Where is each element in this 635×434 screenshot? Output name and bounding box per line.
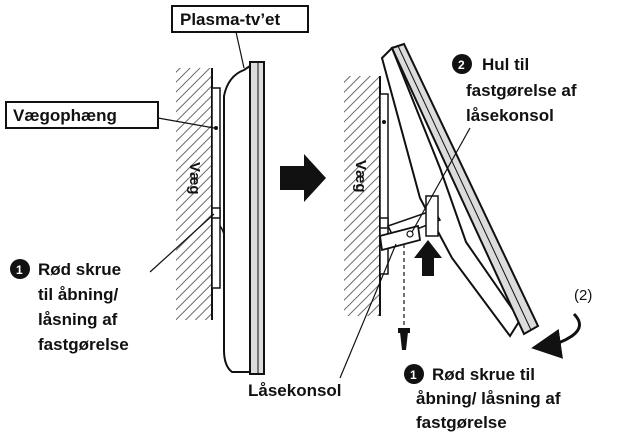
left-wall-label: Væg xyxy=(186,162,203,195)
rotation-arrow xyxy=(531,312,581,359)
transition-arrow xyxy=(280,154,326,202)
left-screw-label-line1: Rød skrue xyxy=(38,260,121,279)
hole-label-line1: Hul til xyxy=(482,55,529,74)
hole-leader xyxy=(411,127,471,233)
lift-arrow xyxy=(414,240,442,276)
wall-bracket-leader xyxy=(157,117,215,129)
right-screw-label-line2: åbning/ låsning af xyxy=(416,389,561,408)
left-tv-back xyxy=(223,64,251,373)
plasma-tv-leader xyxy=(235,31,245,69)
plasma-tv-label-box xyxy=(171,5,309,33)
right-callout-1-number: 1 xyxy=(410,368,417,382)
right-red-screw-head xyxy=(398,328,410,333)
left-bracket-dot xyxy=(214,126,218,130)
left-screw-label-line3: låsning af xyxy=(38,310,118,329)
right-red-screw xyxy=(400,332,408,350)
right-callout-2-number: 2 xyxy=(458,58,465,72)
left-red-screw xyxy=(211,207,221,219)
left-wall-hatch xyxy=(176,68,212,320)
left-screw-leader xyxy=(149,213,215,273)
right-callout-2 xyxy=(452,54,472,74)
left-panel: Plasma-tv’et Vægophæng Væg 1 Rød skrue t… xyxy=(5,5,309,375)
right-panel: Væg 2 Hul til fastgørelse af låsekonsol … xyxy=(248,42,592,432)
left-screw-label-line4: fastgørelse xyxy=(38,335,129,354)
right-tv-bezel xyxy=(397,45,532,331)
lock-bracket-label: Låsekonsol xyxy=(248,381,342,400)
right-bracket-dot xyxy=(382,120,386,124)
lock-bracket-leader xyxy=(339,243,397,379)
hole-label-line3: låsekonsol xyxy=(466,106,554,125)
left-screw-label-line2: til åbning/ xyxy=(38,285,119,304)
lock-bracket-hole xyxy=(406,230,414,238)
left-callout-1-number: 1 xyxy=(16,263,23,277)
right-bracket-screw xyxy=(379,217,389,229)
plasma-tv-label: Plasma-tv’et xyxy=(180,10,280,29)
right-screw-label-line3: fastgørelse xyxy=(416,413,507,432)
right-screw-label-line1: Rød skrue til xyxy=(432,365,535,384)
wall-bracket-label: Vægophæng xyxy=(13,106,117,125)
right-tv-mount-plate xyxy=(425,195,439,237)
hole-label-line2: fastgørelse af xyxy=(466,81,577,100)
left-tv-screen xyxy=(249,61,265,375)
right-wall-hatch xyxy=(344,76,380,316)
wall-bracket-label-box xyxy=(5,101,159,129)
right-wall-label: Væg xyxy=(352,160,369,193)
left-wall-bracket-plate xyxy=(211,87,221,289)
step-two-label: (2) xyxy=(574,287,592,304)
left-callout-1 xyxy=(10,259,30,279)
right-callout-1 xyxy=(404,364,424,384)
